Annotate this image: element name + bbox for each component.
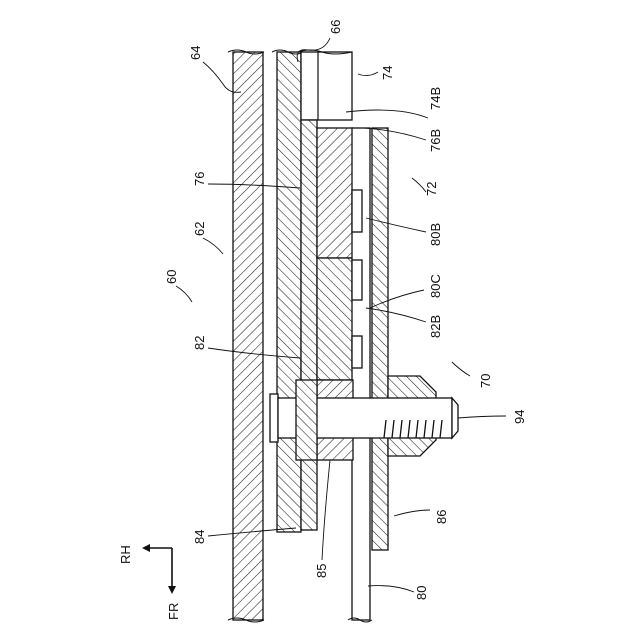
label-94: 94 [512,410,527,424]
axis-label-fr: FR [166,603,181,620]
bolt-94-head [270,394,278,442]
label-70: 70 [478,374,493,388]
block-82 [317,258,353,380]
label-80B: 80B [428,223,443,246]
direction-arrows [148,548,172,588]
arrow-fr-head [168,586,176,594]
label-80: 80 [414,586,429,600]
plate-86 [372,128,388,550]
panel-64 [233,52,263,620]
label-80C: 80C [428,274,443,298]
label-76B: 76B [428,129,443,152]
label-72: 72 [424,182,439,196]
arrow-rh-head [142,544,150,552]
label-74: 74 [380,66,395,80]
label-62: 62 [192,222,207,236]
label-84: 84 [192,530,207,544]
label-64: 64 [188,46,203,60]
member-76 [301,120,317,530]
label-82: 82 [192,336,207,350]
panel-74 [301,52,352,120]
label-82B: 82B [428,315,443,338]
plate-80-step-80C [352,260,362,300]
label-74B: 74B [428,87,443,110]
plate-80-step-80B [352,190,362,232]
label-66: 66 [328,20,343,34]
label-86: 86 [434,510,449,524]
plate-80-step-lower [352,336,362,368]
washer-84 [296,380,317,460]
bolt-94-tip [452,398,458,438]
axis-label-rh: RH [118,545,133,564]
label-60: 60 [164,270,179,284]
block-74B [317,128,353,258]
label-85: 85 [314,564,329,578]
label-76: 76 [192,172,207,186]
